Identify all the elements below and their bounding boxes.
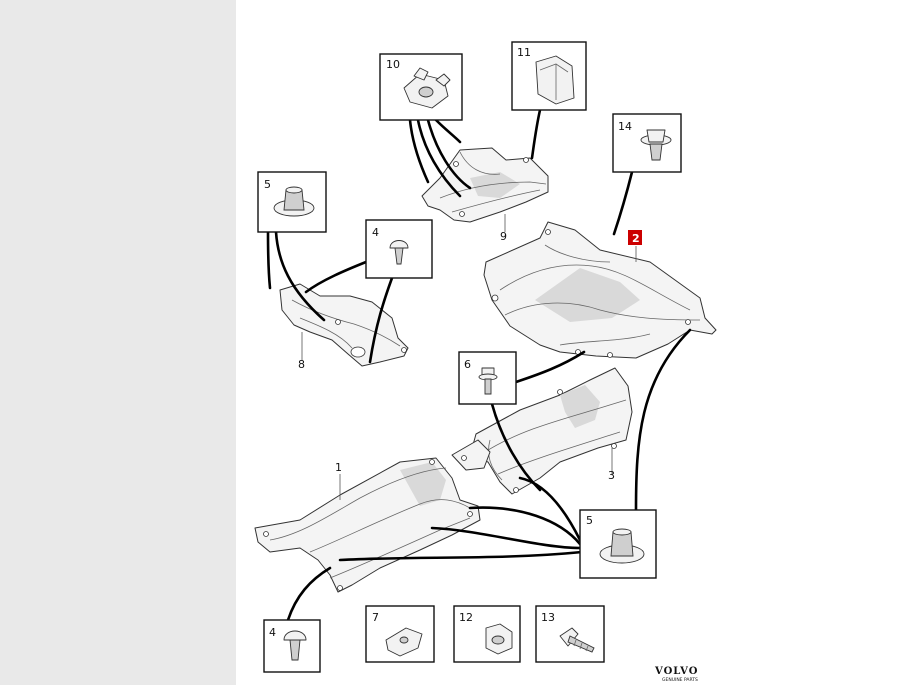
fastener-box-11[interactable]: 11 <box>511 41 587 111</box>
nut-clip-icon-lower <box>599 528 645 564</box>
speed-nut-icon <box>403 67 451 109</box>
part-1-heat-shield[interactable] <box>254 457 481 593</box>
part-3-heat-shield[interactable] <box>451 367 633 495</box>
retaining-clip-icon <box>535 55 575 105</box>
logo-text: VOLVO <box>654 666 698 677</box>
callout-13: 13 <box>541 611 555 624</box>
callout-2[interactable]: 2 <box>632 232 640 245</box>
volvo-logo: VOLVO GENUINE PARTS <box>654 666 698 683</box>
callout-5-lower: 5 <box>586 514 593 527</box>
part-2-heat-shield[interactable] <box>483 221 717 359</box>
logo-tagline: GENUINE PARTS <box>662 677 698 683</box>
callout-6: 6 <box>464 358 471 371</box>
u-nut-icon <box>385 627 423 657</box>
callout-3: 3 <box>608 469 615 482</box>
fastener-box-5-lower[interactable]: 5 <box>579 509 657 579</box>
callout-4-lower: 4 <box>269 626 276 639</box>
callout-14: 14 <box>618 120 632 133</box>
callout-10: 10 <box>386 58 400 71</box>
fastener-box-13[interactable]: 13 <box>535 605 605 663</box>
callout-2-highlight <box>628 230 642 245</box>
bolt-icon <box>478 367 498 395</box>
fastener-box-4-upper[interactable]: 4 <box>365 219 433 279</box>
leader-lines <box>266 108 692 622</box>
callout-12: 12 <box>459 611 473 624</box>
fastener-box-5-upper[interactable]: 5 <box>257 171 327 233</box>
fastener-box-7[interactable]: 7 <box>365 605 435 663</box>
part-9-heat-shield[interactable] <box>421 147 549 223</box>
push-pin-icon-lower <box>283 630 307 661</box>
screw-icon <box>559 627 595 653</box>
flange-nut-icon <box>485 623 513 655</box>
callout-5-upper: 5 <box>264 178 271 191</box>
callout-11: 11 <box>517 46 531 59</box>
fastener-box-12[interactable]: 12 <box>453 605 521 663</box>
part-8-heat-shield[interactable] <box>279 283 409 367</box>
push-rivet-icon <box>640 129 672 161</box>
nut-clip-icon <box>273 186 315 217</box>
callout-4-upper: 4 <box>372 226 379 239</box>
callout-1: 1 <box>335 461 342 474</box>
fastener-box-6[interactable]: 6 <box>458 351 517 405</box>
fastener-box-10[interactable]: 10 <box>379 53 463 121</box>
callout-9: 9 <box>500 230 507 243</box>
callout-7: 7 <box>372 611 379 624</box>
fastener-box-4-lower[interactable]: 4 <box>263 619 321 673</box>
callout-8: 8 <box>298 358 305 371</box>
fastener-box-14[interactable]: 14 <box>612 113 682 173</box>
push-pin-icon-upper <box>389 240 409 265</box>
